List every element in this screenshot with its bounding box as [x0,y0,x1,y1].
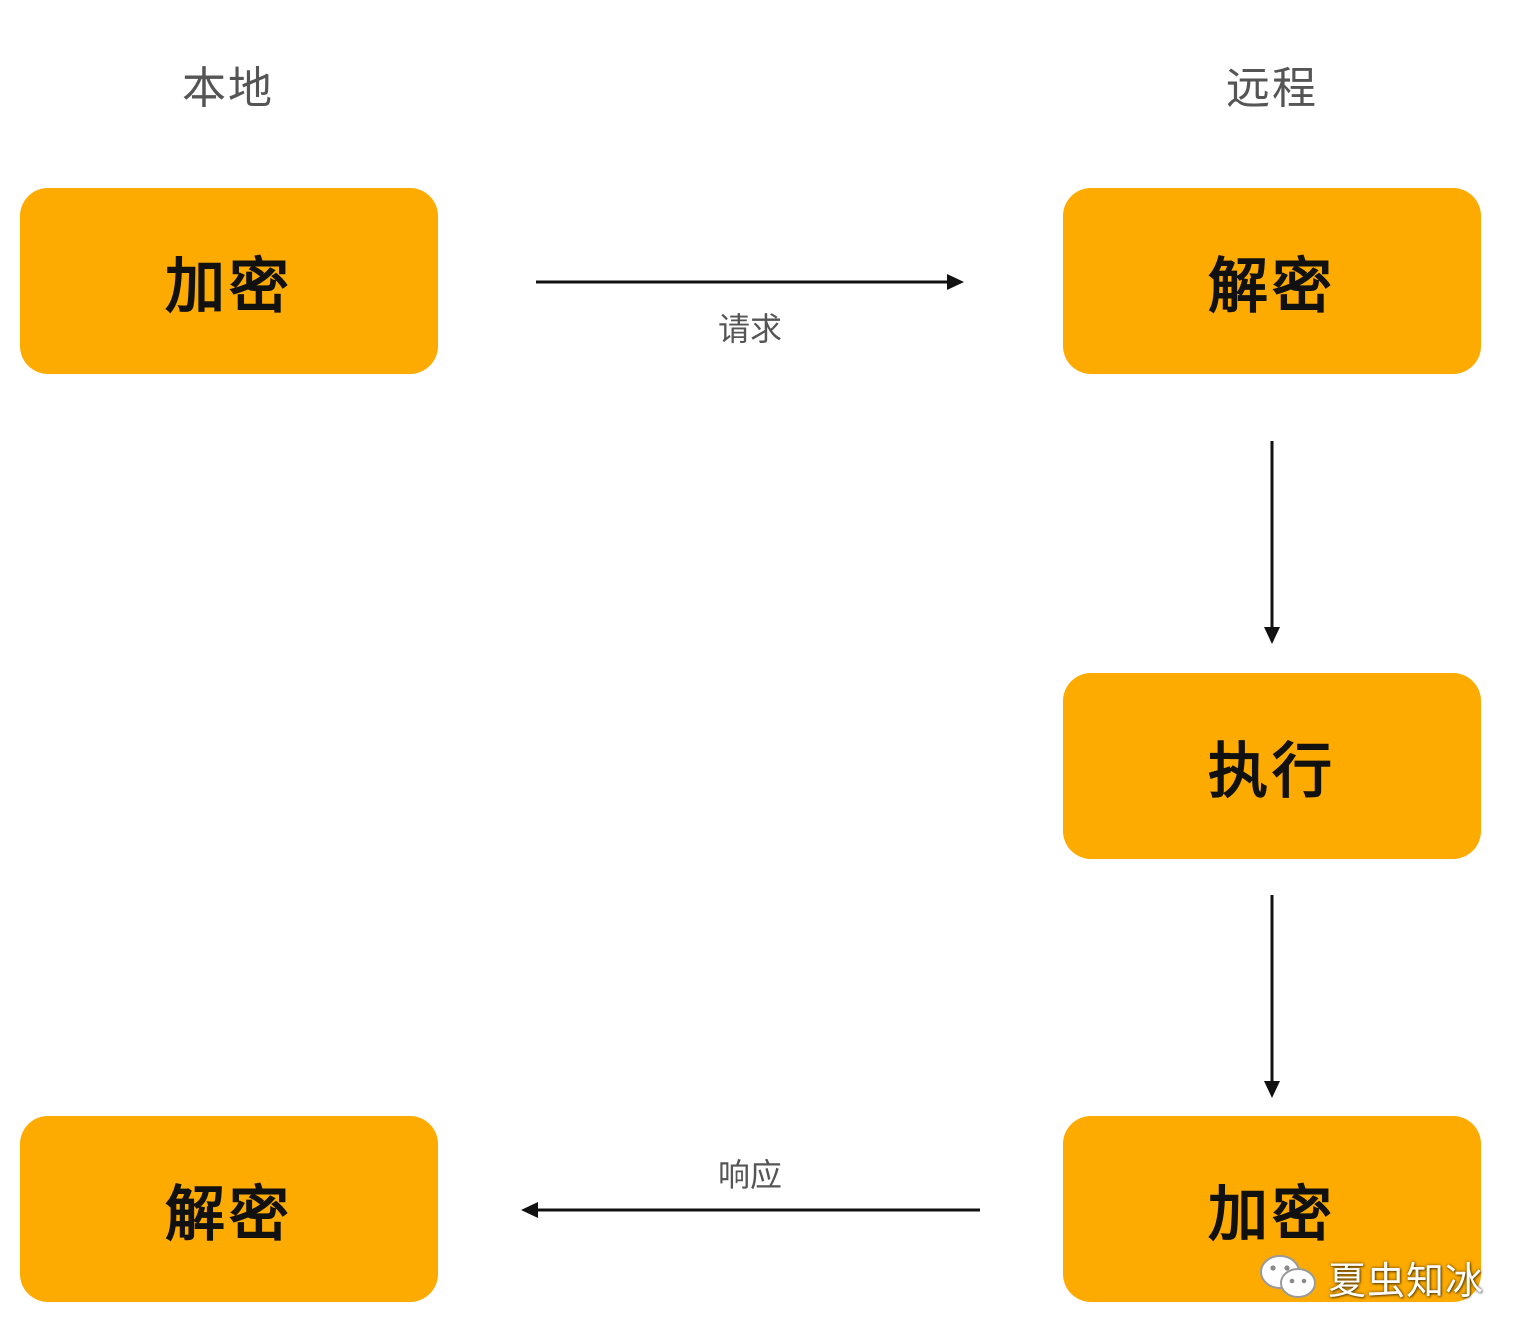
arrow-execute-to-encrypt [1264,895,1280,1098]
edge-label-response: 响应 [717,1156,782,1194]
arrow-response [521,1202,980,1218]
box-local-encrypt: 加密 [20,188,438,374]
wechat-icon [1258,1253,1320,1303]
box-remote-decrypt: 解密 [1063,188,1481,374]
watermark-text: 夏虫知冰 [1328,1259,1485,1303]
column-title-remote: 远程 [1226,63,1318,114]
edge-label-request: 请求 [717,310,782,348]
box-remote-execute: 执行 [1063,673,1481,859]
column-title-local: 本地 [182,63,274,114]
watermark: 夏虫知冰 [1258,1250,1484,1305]
box-local-decrypt: 解密 [20,1116,438,1302]
arrow-decrypt-to-execute [1264,441,1280,644]
box-remote-encrypt: 加密 [1063,1116,1481,1302]
arrow-request [536,274,964,290]
